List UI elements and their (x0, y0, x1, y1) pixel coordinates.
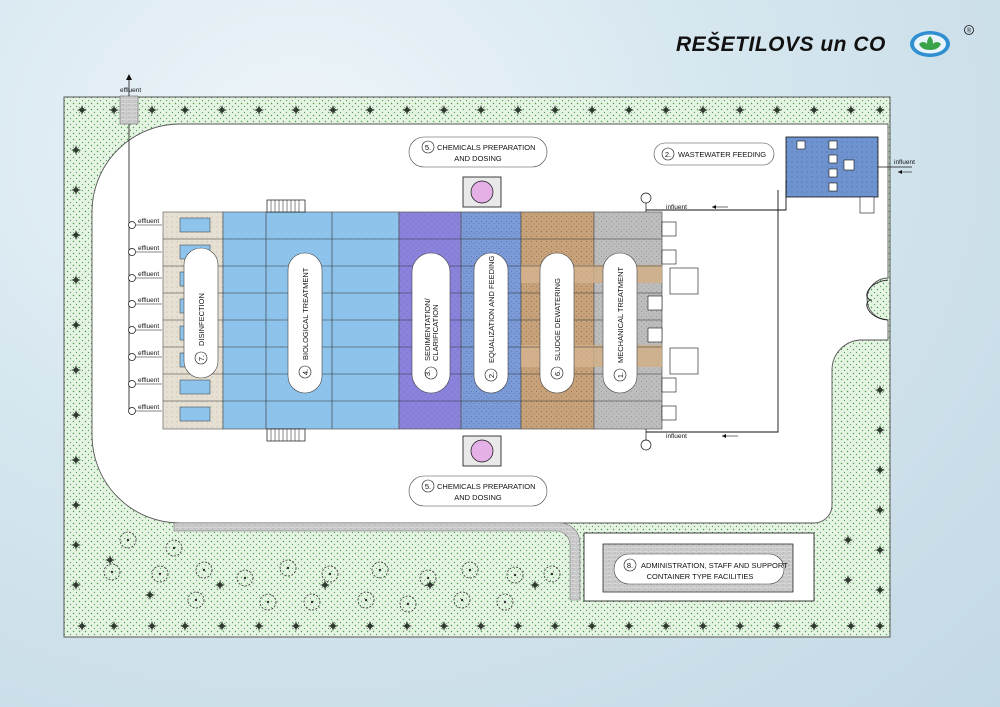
unit-5a-num: 5. (425, 143, 431, 152)
unit-1-num: 1. (616, 372, 625, 378)
effluent-outlets: effluent effluent effluent effluent effl… (128, 218, 162, 415)
unit-2b-num: 2. (665, 150, 671, 159)
unit-8-num: 8. (627, 561, 633, 570)
effluent-label-6: effluent (138, 350, 159, 357)
label-mechanical: 1. MECHANICAL TREATMENT (602, 252, 638, 394)
influent-pipe-top (646, 180, 787, 211)
unit-5a-line1: CHEMICALS PREPARATION (437, 143, 536, 152)
blower-bottom (266, 428, 306, 442)
influent-label-main: influent (894, 159, 915, 166)
unit-5b-num: 5. (425, 482, 431, 491)
company-logo: ® (910, 25, 974, 57)
paved-driveway (173, 522, 581, 601)
unit-3-num: 3. (423, 370, 432, 376)
unit-7-name: DISINFECTION (197, 293, 206, 346)
unit-8-line2: CONTAINER TYPE FACILITIES (647, 572, 754, 581)
unit-5b-line2: AND DOSING (454, 493, 502, 502)
unit-3-line2: CLARIFICATION (431, 304, 440, 361)
unit-6-num: 6. (553, 370, 562, 376)
effluent-channel (119, 95, 139, 125)
effluent-label-2: effluent (138, 245, 159, 252)
label-equalization: 2. EQUALIZATION AND FEEDING (473, 252, 509, 394)
label-disinfection: 7. DISINFECTION (183, 247, 219, 379)
effluent-label-3: effluent (138, 271, 159, 278)
mechanical-equipment (647, 221, 699, 421)
influent-label-top: influent (666, 204, 687, 211)
influent-label-bottom: influent (666, 433, 687, 440)
entrance-gate (866, 279, 889, 321)
label-chemicals-bottom: 5. CHEMICALS PREPARATION AND DOSING (408, 475, 548, 507)
label-sedimentation: 3. SEDIMENTATION/ CLARIFICATION (411, 252, 451, 394)
label-chemicals-top: 5. CHEMICALS PREPARATION AND DOSING (408, 136, 548, 168)
unit-7-num: 7. (197, 355, 206, 361)
unit-4-name: BIOLOGICAL TREATMENT (301, 267, 310, 360)
unit-3-line1: SEDIMENTATION/ (423, 297, 432, 361)
unit-2-name: EQUALIZATION AND FEEDING (487, 255, 496, 363)
label-biological: 4. BIOLOGICAL TREATMENT (287, 252, 323, 394)
unit-8-line1: ADMINISTRATION, STAFF AND SUPPORT (641, 561, 788, 570)
influent-pipe-bottom (646, 190, 779, 433)
label-admin: 8. ADMINISTRATION, STAFF AND SUPPORT CON… (613, 553, 788, 585)
unit-4-num: 4. (301, 369, 310, 375)
registered-mark: ® (967, 28, 972, 35)
label-wastewater-feeding: 2. WASTEWATER FEEDING (653, 142, 775, 166)
unit-5b-line1: CHEMICALS PREPARATION (437, 482, 536, 491)
blower-top (266, 199, 306, 213)
effluent-label-7: effluent (138, 377, 159, 384)
label-sludge: 6. SLUDGE DEWATERING (539, 252, 575, 394)
unit-5a-line2: AND DOSING (454, 154, 502, 163)
effluent-label-1: effluent (138, 218, 159, 225)
brand-name: REŠETILOVS un CO (676, 33, 886, 56)
unit-6-name: SLUDGE DEWATERING (553, 278, 562, 361)
effluent-label-5: effluent (138, 323, 159, 330)
unit-2-num: 2. (487, 372, 496, 378)
unit-1-name: MECHANICAL TREATMENT (616, 266, 625, 363)
effluent-label-8: effluent (138, 404, 159, 411)
effluent-label-4: effluent (138, 297, 159, 304)
unit-2b-name: WASTEWATER FEEDING (678, 150, 766, 159)
effluent-outlet-label: effluent (120, 87, 141, 94)
